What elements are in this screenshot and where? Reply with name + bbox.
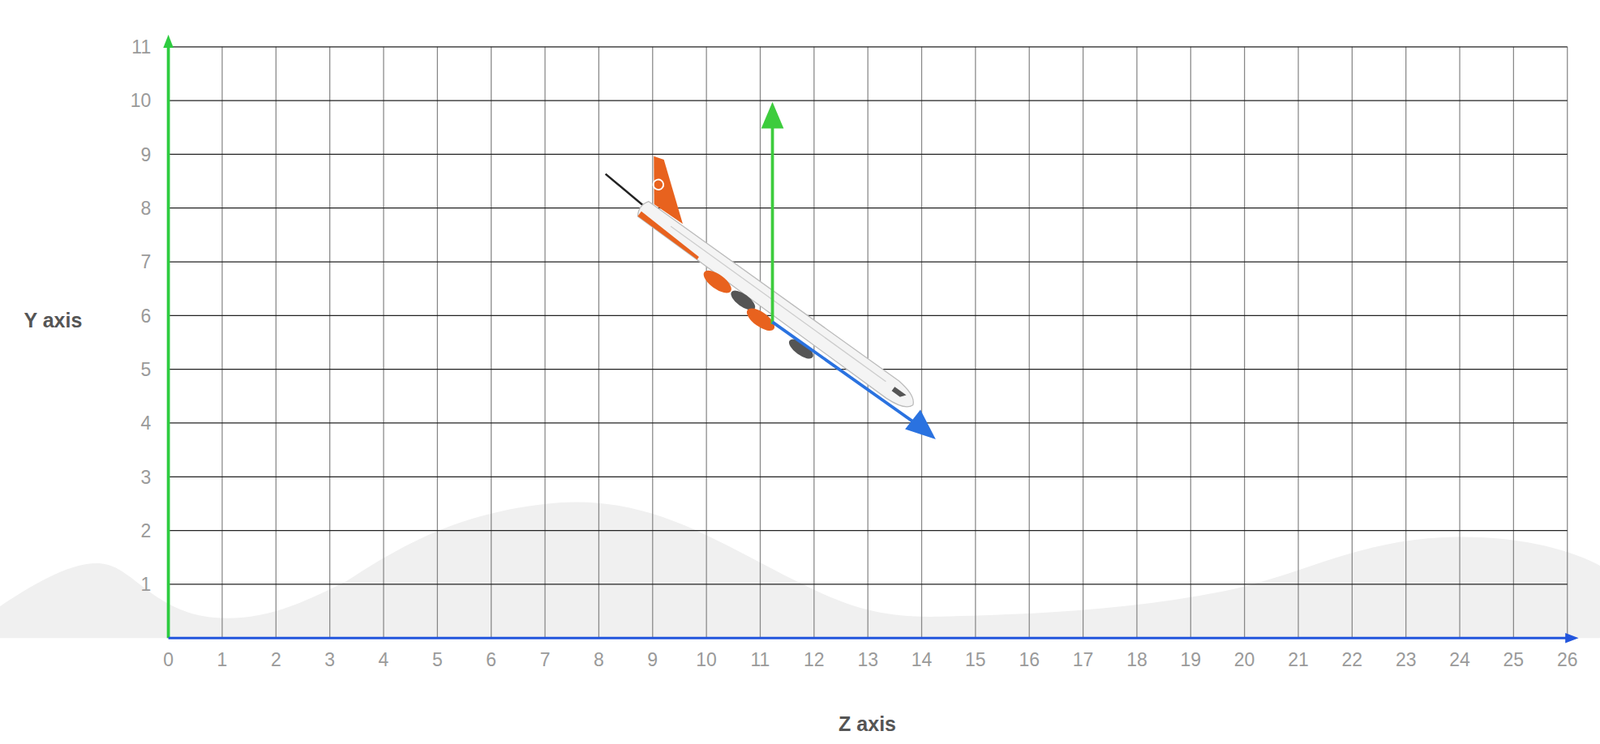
grid-line <box>1136 47 1137 639</box>
grid-line <box>921 47 923 639</box>
tick-label: 4 <box>140 414 151 434</box>
tick-label: 7 <box>140 253 151 272</box>
tick-label: 11 <box>131 37 151 56</box>
grid-line <box>1351 47 1353 639</box>
grid-line <box>275 47 277 639</box>
tick-label: 21 <box>1287 651 1309 670</box>
tick-label: 2 <box>270 651 282 670</box>
grid-line <box>168 154 1568 155</box>
grid-line <box>1190 47 1192 639</box>
tick-label: 15 <box>965 651 987 670</box>
grid-line <box>168 207 1568 209</box>
z-axis-line <box>168 637 1568 640</box>
background-hills <box>0 501 1600 639</box>
tick-label: 4 <box>378 651 390 670</box>
tick-label: 24 <box>1449 651 1471 670</box>
belly-stripe <box>637 211 701 260</box>
grid-line <box>490 47 492 639</box>
grid-line <box>168 315 1568 317</box>
grid-line <box>382 47 384 639</box>
tick-label: 17 <box>1072 651 1094 670</box>
tick-label: 2 <box>140 521 151 541</box>
tick-label: 23 <box>1395 651 1417 670</box>
grid-line <box>544 47 545 639</box>
tick-label: 0 <box>163 651 174 670</box>
grid-line <box>168 46 1568 48</box>
tick-label: 3 <box>140 467 151 487</box>
airplane <box>585 137 944 428</box>
fuselage <box>634 197 920 414</box>
tick-label: 3 <box>324 651 335 670</box>
grid-line <box>1029 47 1030 639</box>
local-z-arrow <box>772 321 917 425</box>
grid-line <box>221 47 223 639</box>
tick-label: 8 <box>593 651 605 670</box>
grid-line <box>1458 47 1460 639</box>
grid-line <box>598 47 600 639</box>
local-y-arrowhead <box>761 102 785 129</box>
grid-line <box>168 422 1568 424</box>
grid-line <box>168 583 1568 585</box>
tick-label: 14 <box>911 651 933 670</box>
grid-line <box>1566 47 1568 639</box>
tick-label: 22 <box>1342 651 1364 670</box>
axis-lines <box>163 34 1579 644</box>
tick-label: 16 <box>1018 651 1040 670</box>
tick-label: 7 <box>540 651 551 670</box>
grid-line <box>168 261 1568 262</box>
grid <box>168 47 1568 639</box>
grid-line <box>168 530 1568 532</box>
tick-label: 18 <box>1126 651 1148 670</box>
grid-line <box>1513 47 1515 639</box>
tick-label: 9 <box>140 145 151 164</box>
tick-label: 1 <box>217 651 228 670</box>
window-line <box>670 225 886 382</box>
tick-label: 9 <box>647 651 658 670</box>
tick-label: 11 <box>750 651 771 670</box>
grid-line <box>974 47 976 639</box>
grid-line <box>1243 47 1245 639</box>
y-axis-line <box>167 44 171 639</box>
tick-label: 8 <box>140 198 151 218</box>
grid-line <box>168 99 1568 101</box>
axis-title: Z axis <box>838 714 897 735</box>
grid-line <box>759 47 761 639</box>
z-axis-arrowhead <box>1565 633 1579 644</box>
local-y-arrow <box>771 122 775 325</box>
grid-line <box>1297 47 1299 639</box>
grid-line <box>329 47 331 639</box>
tick-label: 6 <box>485 651 497 670</box>
tick-label: 5 <box>140 360 151 379</box>
grid-line <box>652 47 653 639</box>
tick-label: 10 <box>695 651 717 670</box>
cockpit <box>892 386 907 399</box>
grid-line <box>437 47 438 639</box>
tick-label: 1 <box>140 575 151 595</box>
engine <box>699 266 735 298</box>
tick-label: 19 <box>1179 651 1202 670</box>
tick-label: 12 <box>803 651 825 670</box>
grid-line <box>1082 47 1084 639</box>
grid-line <box>1405 47 1407 639</box>
tick-label: 26 <box>1557 651 1579 670</box>
local-axes <box>761 102 936 440</box>
y-axis-arrowhead <box>163 34 174 48</box>
grid-line <box>867 47 869 639</box>
axis-title: Y axis <box>24 310 83 331</box>
tick-label: 5 <box>432 651 443 670</box>
grid-line <box>168 476 1568 478</box>
local-z-arrowhead <box>905 410 936 440</box>
tick-label: 13 <box>857 651 879 670</box>
tick-label: 10 <box>130 91 152 111</box>
grid-line <box>705 47 707 639</box>
tail-logo <box>651 177 666 193</box>
tick-label: 25 <box>1503 651 1525 670</box>
tick-label: 20 <box>1234 651 1256 670</box>
tick-label: 6 <box>140 306 151 326</box>
